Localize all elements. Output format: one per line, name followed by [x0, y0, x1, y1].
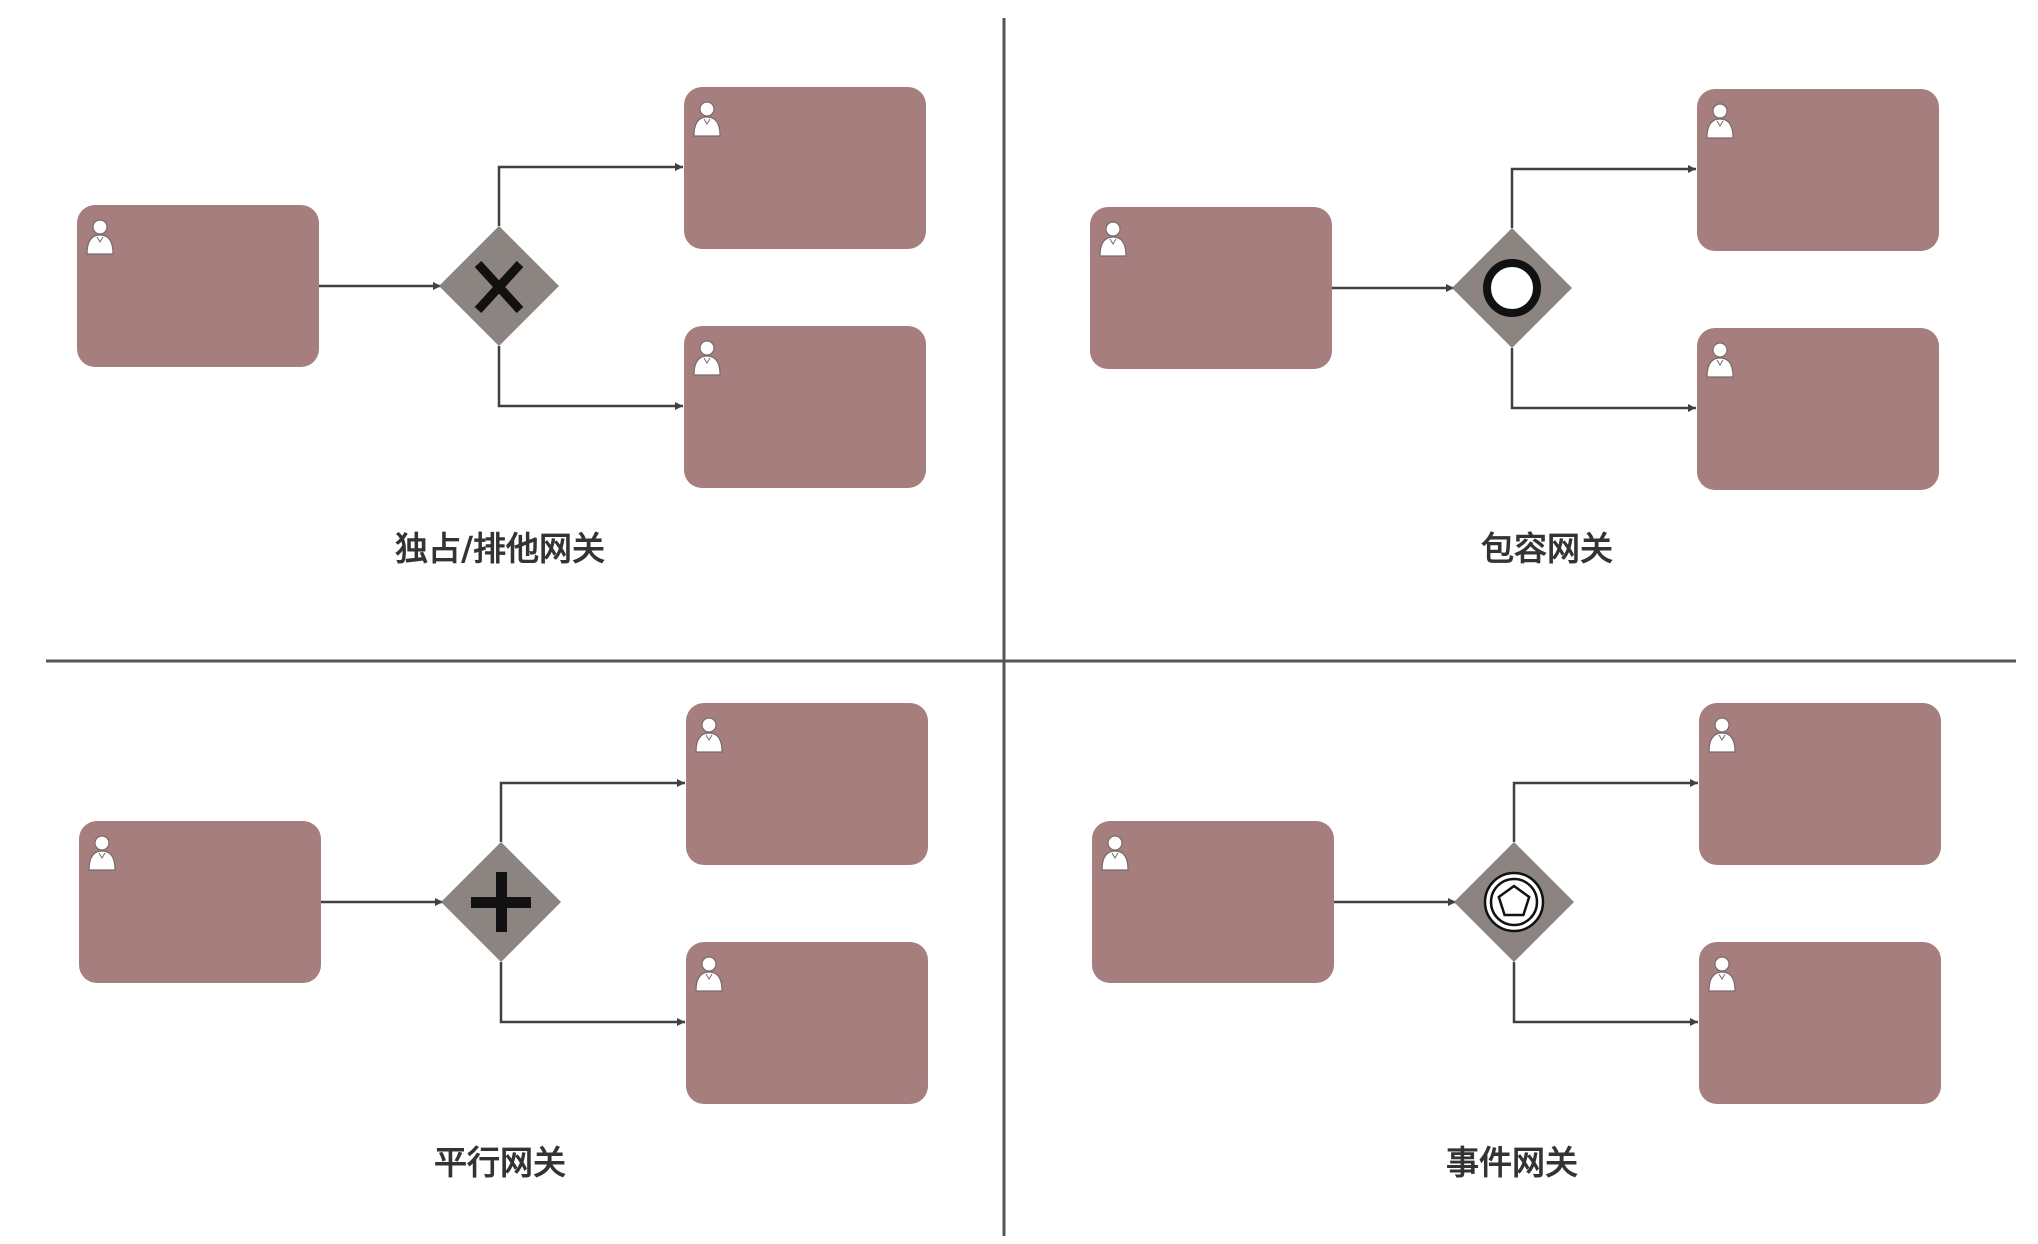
sequence-flow-upper — [499, 779, 685, 842]
panel-inclusive-gateway: 包容网关 — [1090, 89, 1939, 568]
source-task[interactable] — [79, 821, 321, 983]
target-task-upper[interactable] — [684, 87, 926, 249]
panel-caption: 事件网关 — [1446, 1143, 1578, 1182]
target-task-upper[interactable] — [686, 703, 928, 865]
source-task[interactable] — [77, 205, 319, 367]
sequence-flow-lower — [1510, 348, 1696, 412]
event-based-gateway[interactable] — [1454, 842, 1574, 962]
circle-marker-icon — [1483, 259, 1541, 317]
plus-marker-icon — [471, 872, 531, 932]
x-marker-icon — [474, 260, 524, 314]
inclusive-gateway[interactable] — [1452, 228, 1572, 348]
target-task-upper[interactable] — [1697, 89, 1939, 251]
panel-exclusive-gateway: 独占/排他网关 — [77, 87, 926, 568]
sequence-flow-upper — [497, 163, 683, 226]
panel-caption: 包容网关 — [1481, 529, 1613, 568]
sequence-flow-lower — [1512, 962, 1698, 1026]
source-task[interactable] — [1090, 207, 1332, 369]
target-task-lower[interactable] — [686, 942, 928, 1104]
sequence-flow-lower — [497, 346, 683, 410]
target-task-lower[interactable] — [1699, 942, 1941, 1104]
exclusive-gateway[interactable] — [439, 226, 559, 346]
target-task-lower[interactable] — [1697, 328, 1939, 490]
sequence-flow-upper — [1510, 165, 1696, 228]
source-task[interactable] — [1092, 821, 1334, 983]
panel-caption: 平行网关 — [434, 1143, 566, 1182]
sequence-flow-lower — [499, 962, 685, 1026]
pentagon-marker-icon — [1483, 871, 1545, 933]
panel-caption: 独占/排他网关 — [395, 529, 605, 568]
parallel-gateway[interactable] — [441, 842, 561, 962]
sequence-flow-upper — [1512, 779, 1698, 842]
target-task-lower[interactable] — [684, 326, 926, 488]
target-task-upper[interactable] — [1699, 703, 1941, 865]
panel-parallel-gateway: 平行网关 — [79, 703, 928, 1182]
panel-event-gateway: 事件网关 — [1092, 703, 1941, 1182]
